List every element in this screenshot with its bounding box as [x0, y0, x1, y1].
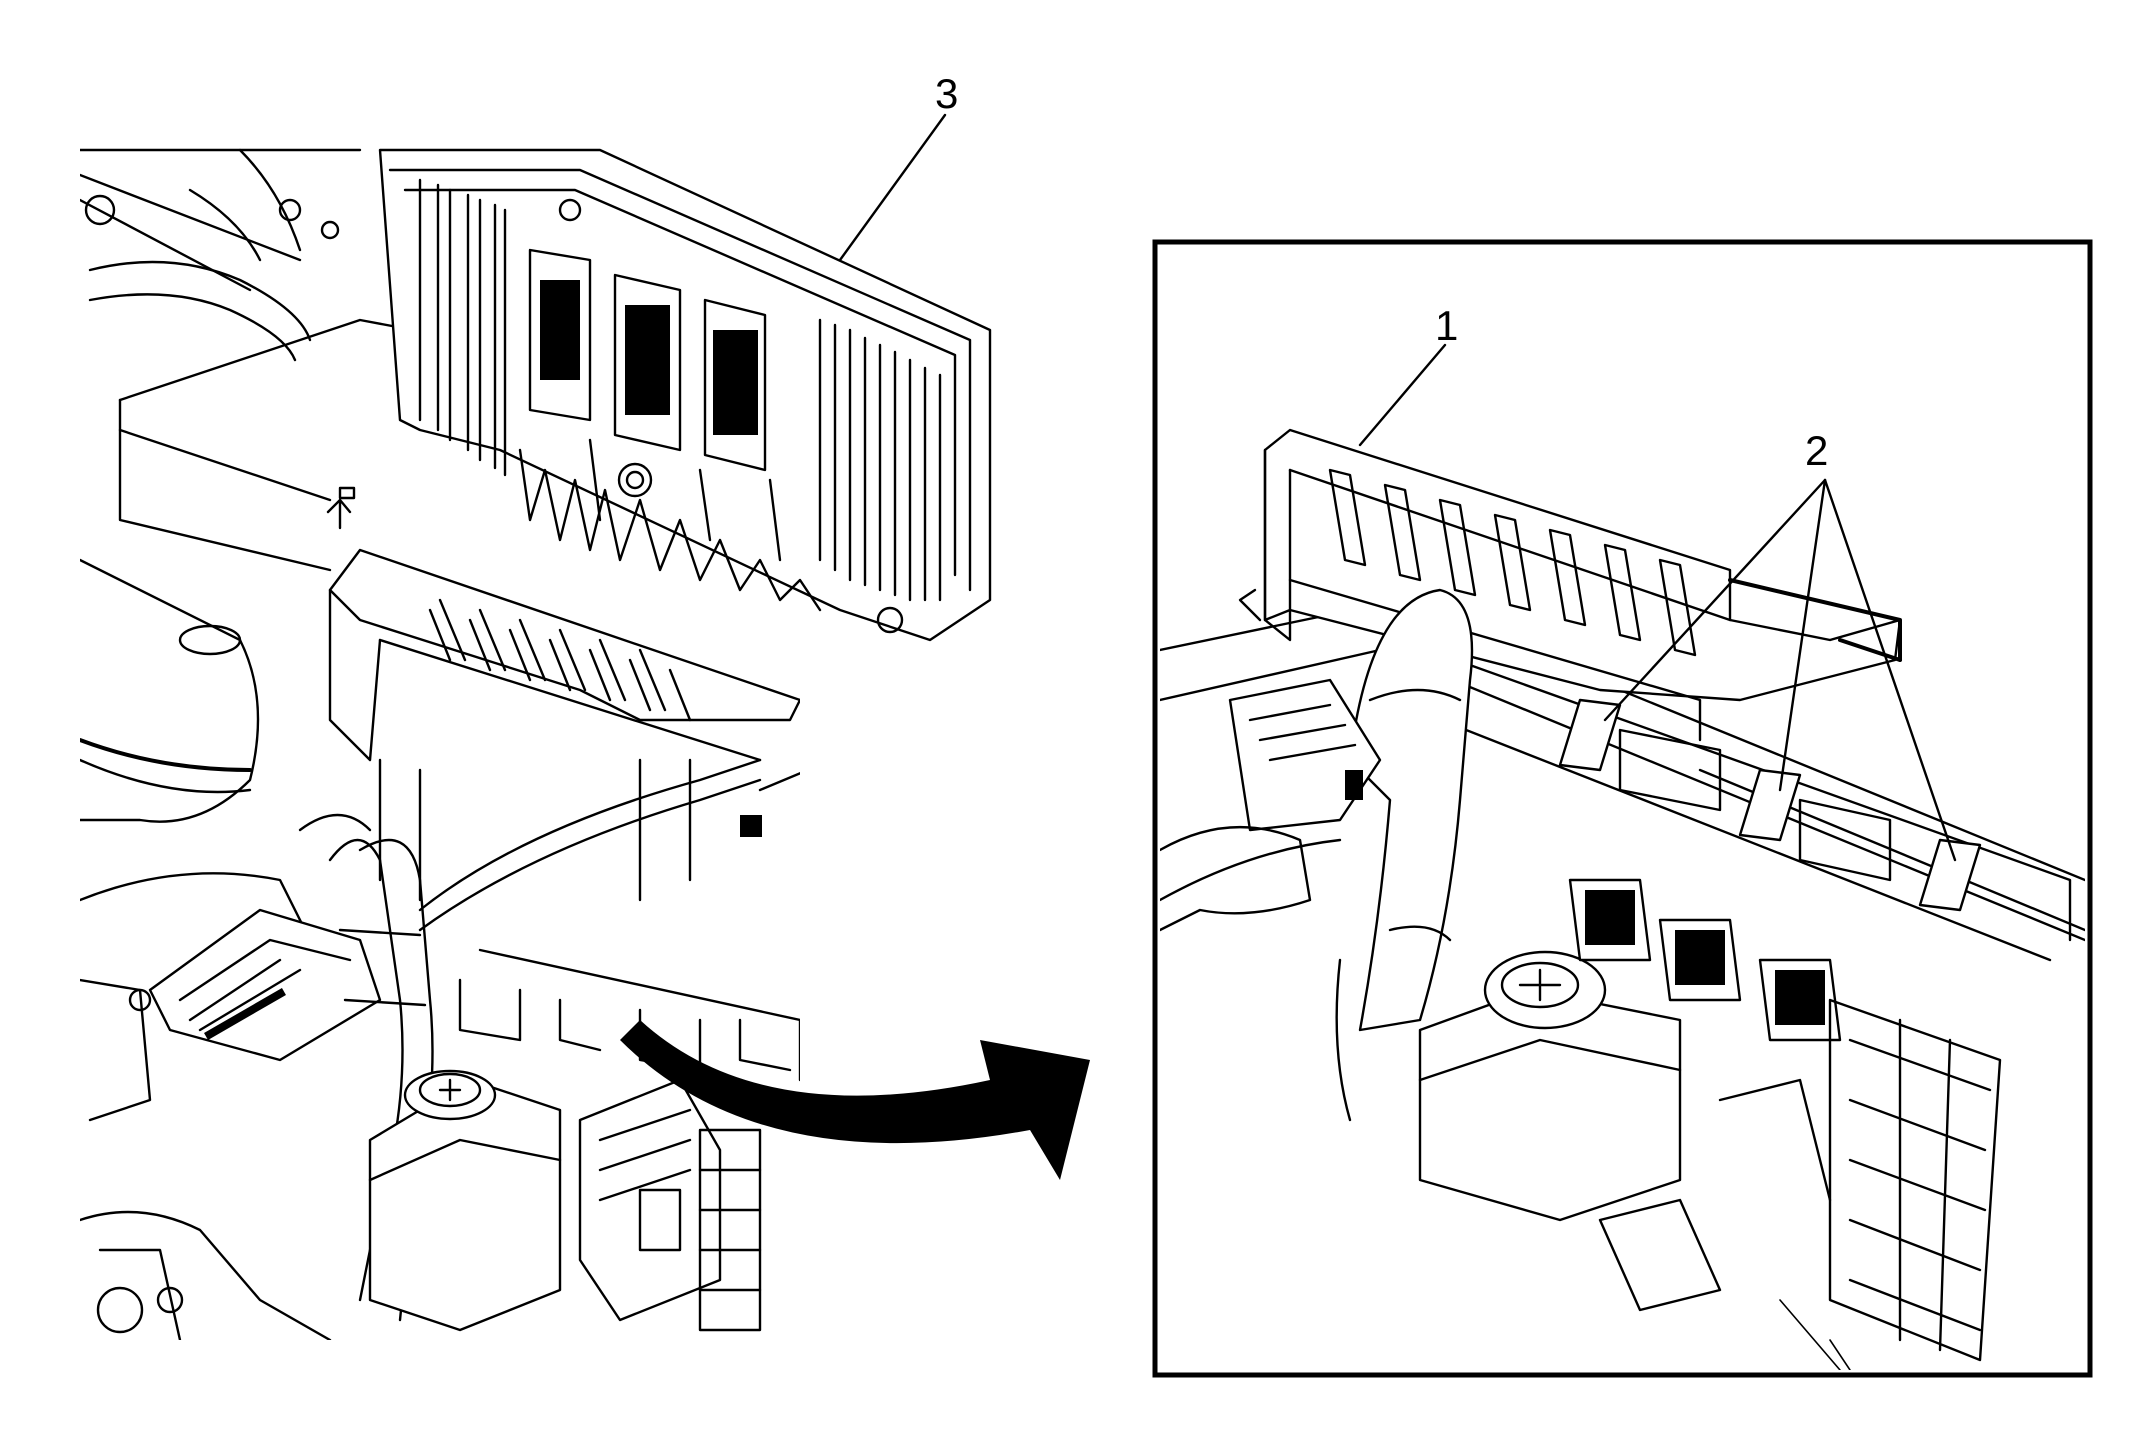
ecm-connector-b: [613, 273, 682, 452]
callout-3-label: 3: [935, 70, 958, 117]
rotation-arrow: [620, 1020, 1090, 1180]
callout-2-label: 2: [1805, 427, 1828, 474]
callout-3: 3: [838, 70, 958, 262]
callout-1-label: 1: [1435, 302, 1458, 349]
ecm-connector-a: [528, 248, 592, 422]
ecm-module: [378, 148, 992, 642]
callout-1: 1: [1358, 302, 1458, 447]
ecm-connector-c: [703, 298, 767, 472]
callout-2: 2: [1603, 427, 1957, 862]
detail-inset: 1 2: [1152, 239, 2093, 1378]
main-view: [80, 148, 1090, 1340]
